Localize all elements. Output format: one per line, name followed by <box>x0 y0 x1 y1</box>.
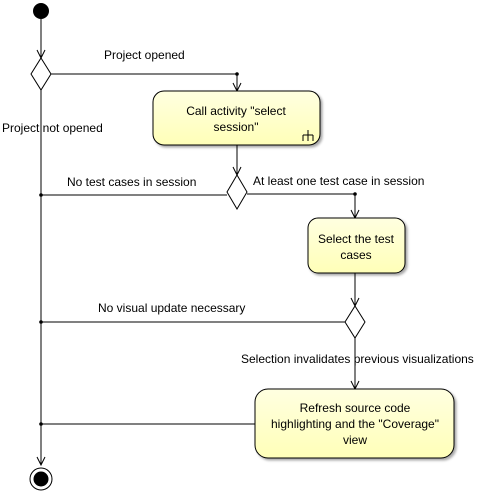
final-node-icon <box>29 467 53 491</box>
svg-text:highlighting and the "Coverage: highlighting and the "Coverage" <box>271 417 439 431</box>
decision-node-project-opened <box>30 57 52 91</box>
activity-select-test-cases: Select the test cases <box>307 217 406 274</box>
guard-no-test-cases: No test cases in session <box>67 175 196 189</box>
junction-dot <box>353 192 357 196</box>
guard-project-opened: Project opened <box>104 48 185 62</box>
decision-node-test-cases <box>226 174 248 210</box>
svg-text:session": session" <box>214 120 259 134</box>
svg-text:view: view <box>343 433 367 447</box>
svg-text:Call activity "select: Call activity "select <box>186 104 286 118</box>
junction-dot <box>39 193 43 197</box>
arrowhead <box>36 456 46 467</box>
decision-node-visual-update <box>344 305 366 339</box>
edge-at-least-one-test-case <box>247 193 356 218</box>
junction-dot <box>235 72 239 76</box>
initial-node-icon <box>33 3 49 19</box>
junction-dot <box>39 320 43 324</box>
svg-text:Select the test: Select the test <box>318 232 395 246</box>
edge-project-opened <box>51 73 238 91</box>
guard-project-not-opened: Project not opened <box>2 121 103 135</box>
guard-at-least-one-test-case: At least one test case in session <box>253 174 424 188</box>
svg-text:cases: cases <box>340 248 371 262</box>
guard-selection-invalidates: Selection invalidates previous visualiza… <box>241 352 474 366</box>
activity-refresh-highlighting: Refresh source code highlighting and the… <box>254 388 455 459</box>
activity-call-select-session: Call activity "select session" <box>152 90 321 146</box>
junction-dot <box>39 422 43 426</box>
call-activity-rake-icon <box>302 130 314 141</box>
guard-no-visual-update: No visual update necessary <box>98 301 245 315</box>
svg-text:Refresh source code: Refresh source code <box>300 401 411 415</box>
